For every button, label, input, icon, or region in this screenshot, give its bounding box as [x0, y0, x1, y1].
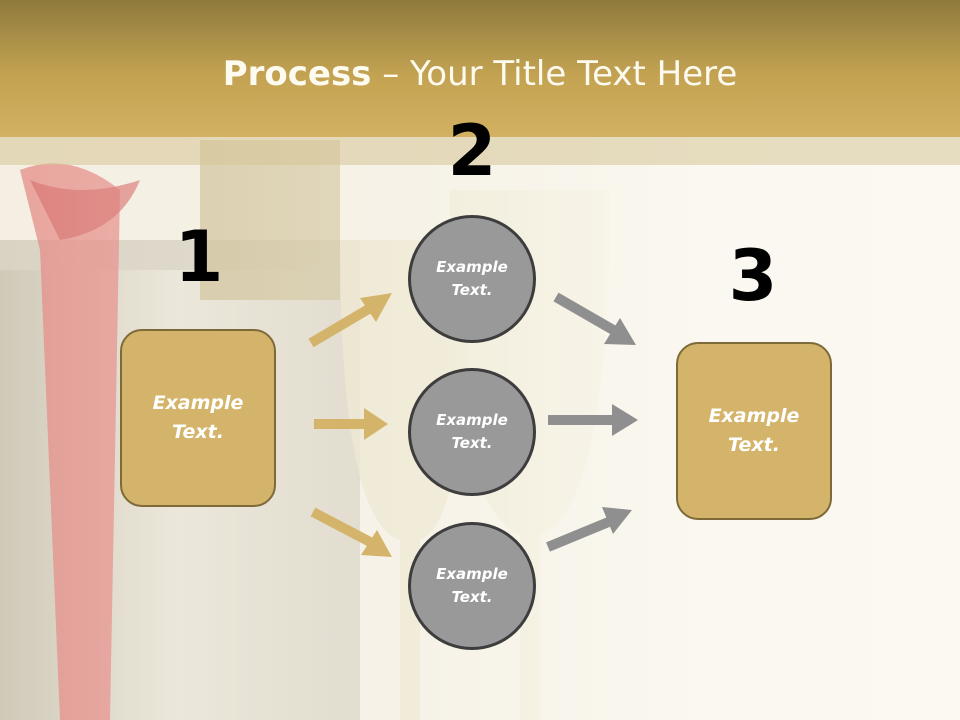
circle-bottom: Example Text. [408, 522, 536, 650]
circle-top-line2: Text. [451, 281, 493, 299]
circle-middle-line2: Text. [451, 434, 493, 452]
arrow-from-bottom-circle [546, 507, 632, 552]
slide-title: Process – Your Title Text Here [0, 54, 960, 94]
arrow-to-middle-circle [314, 408, 388, 440]
arrow-from-top-circle [553, 292, 636, 345]
step-number-3: 3 [728, 235, 778, 317]
left-box-line1: Example [152, 392, 244, 414]
circle-top: Example Text. [408, 215, 536, 343]
circle-middle-line1: Example [436, 411, 508, 429]
arrow-to-top-circle [308, 293, 392, 348]
circle-bottom-line2: Text. [451, 588, 493, 606]
title-bar [0, 0, 960, 137]
right-box: Example Text. [676, 342, 832, 520]
circle-bottom-line1: Example [436, 565, 508, 583]
circle-top-line1: Example [436, 258, 508, 276]
title-band [0, 137, 960, 165]
left-box-line2: Text. [172, 421, 224, 443]
title-rest: – Your Title Text Here [371, 54, 738, 94]
step-number-1: 1 [174, 216, 224, 298]
circle-middle: Example Text. [408, 368, 536, 496]
arrow-to-bottom-circle [310, 507, 392, 557]
step-number-2: 2 [447, 110, 497, 192]
left-box: Example Text. [120, 329, 276, 507]
arrow-from-middle-circle [548, 404, 638, 436]
right-box-line1: Example [708, 405, 800, 427]
title-bold: Process [222, 54, 372, 94]
right-box-line2: Text. [728, 434, 780, 456]
